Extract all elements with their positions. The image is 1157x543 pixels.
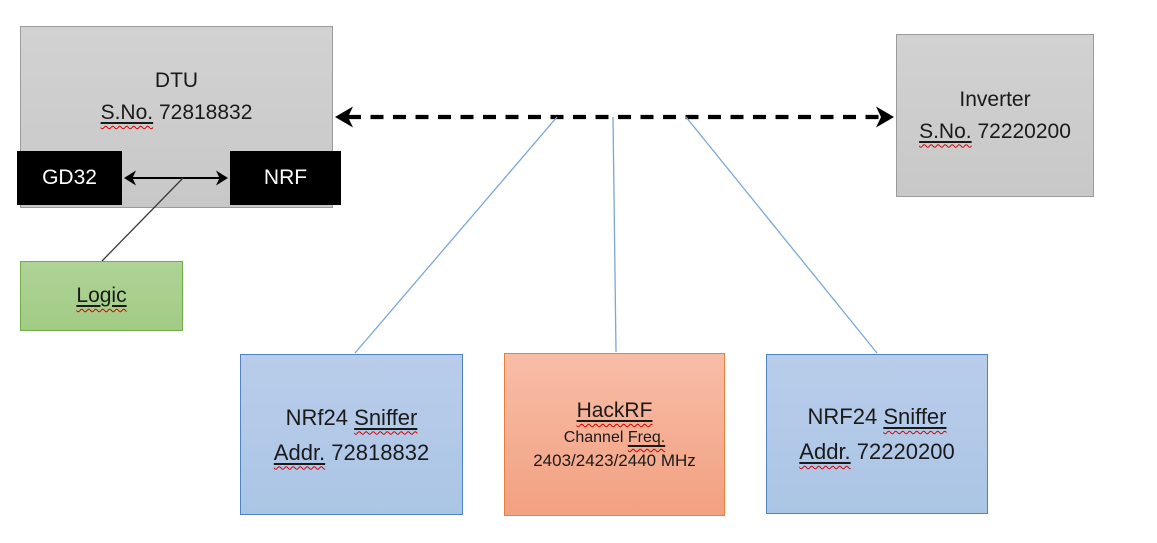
dtu-title: DTU <box>154 69 199 92</box>
sniffer-left-addr: Addr. 72818832 <box>274 435 429 470</box>
hackrf-connector <box>612 116 617 353</box>
hackrf-box: HackRF Channel Freq. 2403/2423/2440 MHz <box>504 353 725 516</box>
hackrf-freq-word: Freq. <box>627 429 666 446</box>
nrf-chip: NRF <box>230 151 341 205</box>
dtu-serial-number: 72818832 <box>158 101 253 124</box>
inverter-box: Inverter S.No. 72220200 <box>896 34 1094 197</box>
sniffer-right-title: NRF24 Sniffer <box>808 399 947 434</box>
nrf-label: NRF <box>263 166 308 189</box>
hackrf-channel-line: Channel Freq. <box>564 426 665 449</box>
sniffer-left-addr-number: 72818832 <box>331 439 430 465</box>
hackrf-title-line: HackRF <box>577 396 653 426</box>
sniffer-right-addr: Addr. 72220200 <box>799 434 954 469</box>
inverter-serial-number: 72220200 <box>977 119 1071 143</box>
inverter-serial-prefix: S.No. <box>919 119 972 143</box>
sniffer-right-connector <box>685 116 878 354</box>
sniffer-left-connector <box>354 116 558 354</box>
sniffer-left-box: NRf24 Sniffer Addr. 72818832 <box>240 354 463 515</box>
gd32-label: GD32 <box>42 166 97 189</box>
hackrf-frequencies: 2403/2423/2440 MHz <box>533 451 696 470</box>
logic-box: Logic <box>20 261 183 331</box>
sniffer-left-role: Sniffer <box>354 404 418 430</box>
sniffer-right-addr-prefix: Addr. <box>799 439 851 464</box>
sniffer-left-title: NRf24 Sniffer <box>286 400 418 435</box>
dtu-serial-prefix: S.No. <box>100 101 154 124</box>
inverter-serial: S.No. 72220200 <box>919 116 1071 148</box>
sniffer-right-role: Sniffer <box>883 404 947 429</box>
logic-label-line: Logic <box>76 280 126 312</box>
hackrf-channel-word: Channel <box>563 429 624 446</box>
inverter-title: Inverter <box>959 87 1031 111</box>
hackrf-title: HackRF <box>576 399 653 422</box>
dtu-inverter-dashed-arrow <box>335 106 894 128</box>
dtu-serial: S.No. 72818832 <box>101 97 253 129</box>
gd32-chip: GD32 <box>17 151 122 205</box>
sniffer-right-addr-number: 72220200 <box>856 439 955 464</box>
sniffer-right-model: NRF24 <box>807 404 878 429</box>
sniffer-right-box: NRF24 Sniffer Addr. 72220200 <box>766 354 988 514</box>
sniffer-left-addr-prefix: Addr. <box>273 439 326 465</box>
logic-label: Logic <box>76 284 127 307</box>
sniffer-left-model: NRf24 <box>285 404 349 430</box>
